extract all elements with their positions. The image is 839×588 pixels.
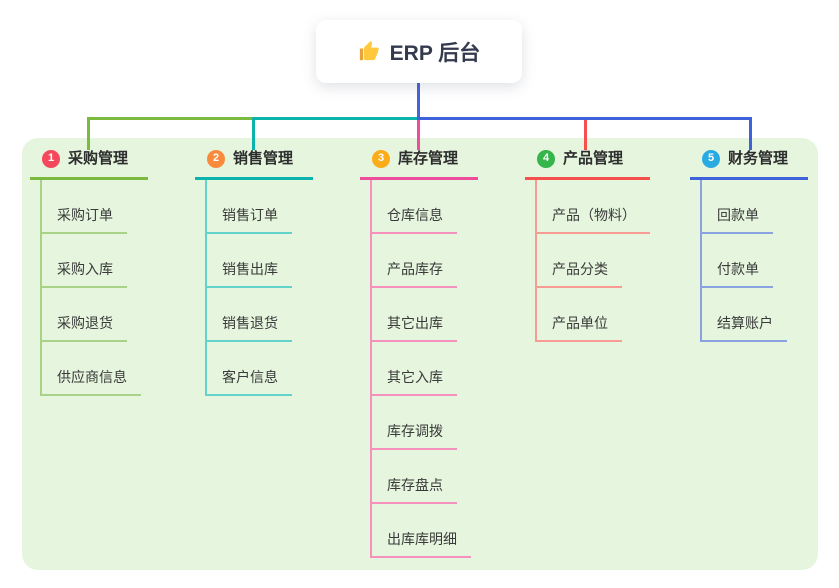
child-node[interactable]: 产品库存: [370, 234, 457, 288]
child-node[interactable]: 库存盘点: [370, 450, 457, 504]
child-node[interactable]: 回款单: [700, 180, 773, 234]
branch-children: 销售订单销售出库销售退货客户信息: [195, 180, 292, 396]
root-connector-drop: [417, 83, 420, 119]
branch-children: 产品（物料）产品分类产品单位: [525, 180, 650, 342]
child-node[interactable]: 销售退货: [205, 288, 292, 342]
child-node[interactable]: 供应商信息: [40, 342, 141, 396]
branch-purchase: 1 采购管理 采购订单采购入库采购退货供应商信息: [30, 148, 148, 396]
badge-1: 1: [42, 149, 60, 168]
drop-purchase: [87, 117, 90, 150]
branch-label: 库存管理: [398, 150, 459, 167]
branch-children: 回款单付款单结算账户: [690, 180, 787, 342]
bus-segment-sales: [253, 117, 419, 120]
branch-inventory: 3 库存管理 仓库信息产品库存其它出库其它入库库存调拨库存盘点出库库明细: [360, 148, 478, 558]
child-node[interactable]: 其它出库: [370, 288, 457, 342]
branch-node-product[interactable]: 4 产品管理: [525, 148, 650, 180]
child-node[interactable]: 出库库明细: [370, 504, 471, 558]
child-node[interactable]: 产品（物料）: [535, 180, 650, 234]
bus-segment-purchase: [87, 117, 255, 120]
drop-product: [584, 120, 587, 150]
branch-label: 采购管理: [68, 150, 129, 167]
branch-label: 产品管理: [563, 150, 624, 167]
child-node[interactable]: 仓库信息: [370, 180, 457, 234]
child-node[interactable]: 库存调拨: [370, 396, 457, 450]
branch-node-inventory[interactable]: 3 库存管理: [360, 148, 478, 180]
child-node[interactable]: 产品分类: [535, 234, 622, 288]
child-node[interactable]: 结算账户: [700, 288, 787, 342]
drop-sales: [252, 117, 255, 150]
branch-finance: 5 财务管理 回款单付款单结算账户: [690, 148, 808, 342]
child-node[interactable]: 产品单位: [535, 288, 622, 342]
child-node[interactable]: 付款单: [700, 234, 773, 288]
child-node[interactable]: 销售出库: [205, 234, 292, 288]
bus-segment-finance: [417, 117, 752, 120]
child-node[interactable]: 客户信息: [205, 342, 292, 396]
child-node[interactable]: 销售订单: [205, 180, 292, 234]
root-title: ERP 后台: [389, 41, 481, 65]
child-node[interactable]: 采购入库: [40, 234, 127, 288]
root-node[interactable]: ERP 后台: [316, 20, 522, 83]
branch-node-finance[interactable]: 5 财务管理: [690, 148, 808, 180]
branch-children: 采购订单采购入库采购退货供应商信息: [30, 180, 141, 396]
panel-background: [22, 138, 818, 570]
branch-children: 仓库信息产品库存其它出库其它入库库存调拨库存盘点出库库明细: [360, 180, 471, 558]
child-node[interactable]: 采购订单: [40, 180, 127, 234]
drop-inventory: [417, 120, 420, 150]
child-node[interactable]: 其它入库: [370, 342, 457, 396]
badge-3: 3: [372, 149, 390, 168]
thumbs-up-icon: [358, 40, 381, 63]
badge-2: 2: [207, 149, 225, 168]
drop-finance: [749, 117, 752, 150]
branch-label: 财务管理: [728, 150, 789, 167]
branch-node-sales[interactable]: 2 销售管理: [195, 148, 313, 180]
badge-4: 4: [537, 149, 555, 168]
branch-label: 销售管理: [233, 150, 294, 167]
branch-node-purchase[interactable]: 1 采购管理: [30, 148, 148, 180]
child-node[interactable]: 采购退货: [40, 288, 127, 342]
branch-product: 4 产品管理 产品（物料）产品分类产品单位: [525, 148, 650, 342]
badge-5: 5: [702, 149, 720, 168]
branch-sales: 2 销售管理 销售订单销售出库销售退货客户信息: [195, 148, 313, 396]
